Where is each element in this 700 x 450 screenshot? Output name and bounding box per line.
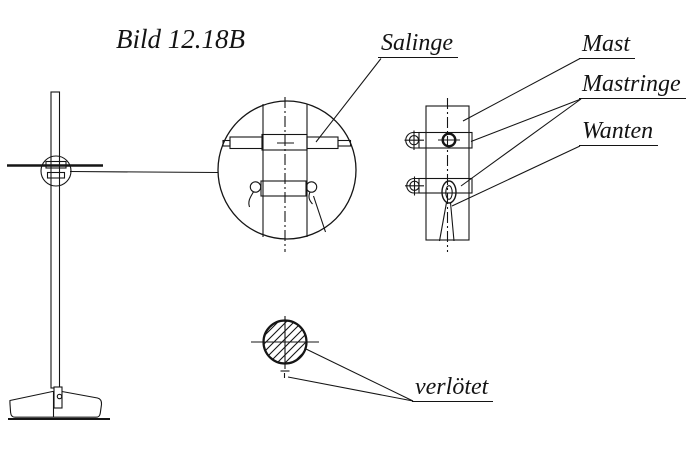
leader-verloetet-upper	[305, 348, 414, 402]
hull-outline	[9, 390, 103, 418]
label-mast: Mast	[579, 30, 635, 59]
detail-circle-view	[217, 97, 357, 252]
hook-right	[308, 191, 313, 205]
wanten-wire-right	[449, 202, 455, 242]
salinge-arm-right	[306, 136, 339, 150]
salinge-tip-right	[337, 139, 352, 147]
leader-mastringe-upper	[470, 98, 582, 142]
label-verloetet: verlötet	[412, 373, 494, 402]
ring-eye-right	[305, 181, 318, 193]
leader-wanten	[451, 145, 581, 207]
figure-title: Bild 12.18B	[116, 24, 245, 54]
leader-mastringe-lower	[460, 98, 582, 187]
mast-step-pin	[56, 393, 63, 400]
leader-verloetet-lower	[287, 376, 414, 402]
label-mastringe: Mastringe	[579, 70, 686, 99]
shroud-wire	[312, 195, 327, 233]
label-wanten: Wanten	[579, 117, 659, 146]
leader-lines	[287, 58, 582, 402]
wanten-wire-left	[438, 202, 448, 242]
ring-eye-left	[249, 181, 262, 193]
mast-front-view	[404, 98, 473, 252]
salinge-arm-left	[229, 136, 263, 150]
detail-marker-circle	[40, 155, 72, 187]
detail-connector-line	[69, 170, 218, 174]
hook-left	[248, 191, 254, 208]
leader-salinge	[315, 58, 382, 143]
wanten-ring-inner	[445, 185, 453, 200]
mast-side-view	[7, 91, 218, 420]
mast-outline	[50, 91, 61, 389]
wanten-ring-outer	[441, 180, 457, 204]
spreader-band	[45, 160, 67, 169]
mastring-band	[260, 180, 307, 197]
magnifier-circle	[217, 100, 357, 240]
soldered-cross-section	[251, 316, 319, 378]
label-salinge: Salinge	[378, 29, 458, 58]
salinge-tip-left	[222, 139, 231, 147]
mastring-band-small	[46, 171, 66, 179]
leader-mast	[462, 58, 581, 122]
